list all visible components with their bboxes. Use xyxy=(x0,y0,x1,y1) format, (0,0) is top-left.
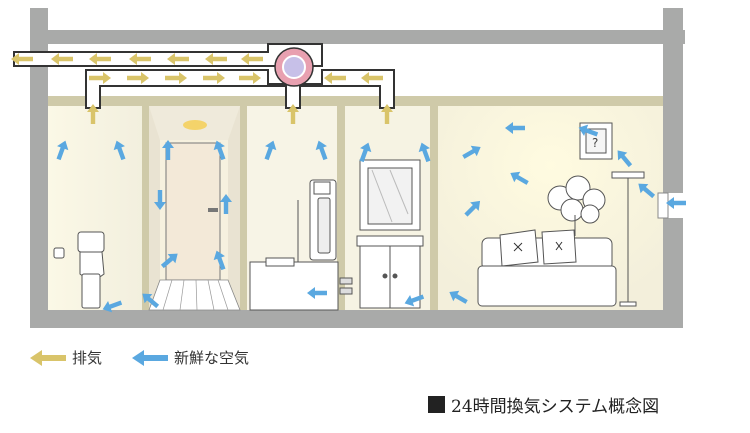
right-wall xyxy=(663,8,683,193)
legend-exhaust: 排気 xyxy=(30,347,102,368)
fresh-air-arrow xyxy=(462,145,481,159)
exhaust-arrow xyxy=(287,104,299,124)
floor-lamp-base xyxy=(619,301,637,307)
ventilation-diagram: ? xyxy=(11,8,686,328)
vanity xyxy=(339,159,424,309)
ceiling-beam xyxy=(48,96,663,106)
building-structure xyxy=(30,8,685,328)
toilet xyxy=(53,231,105,309)
legend-fresh-air: 新鮮な空気 xyxy=(132,347,249,368)
fresh-air-arrow xyxy=(578,124,599,137)
fresh-air-arrow xyxy=(510,171,529,185)
right-wall-lower xyxy=(663,218,683,328)
exhaust-arrow-icon xyxy=(30,349,66,366)
exhaust-arrow xyxy=(324,72,346,84)
fresh-air-arrow xyxy=(418,142,431,163)
sofa-seat xyxy=(477,265,617,307)
fresh-air-arrow xyxy=(264,140,277,161)
exhaust-arrow xyxy=(203,72,225,84)
fresh-air-arrow xyxy=(307,287,327,299)
fresh-air-arrow xyxy=(220,194,232,214)
exhaust-arrow xyxy=(241,53,263,65)
partition-3 xyxy=(337,103,345,310)
partition-1 xyxy=(142,103,149,310)
bathroom xyxy=(249,179,339,311)
fresh-air-arrow xyxy=(359,142,372,163)
picture-mark: ? xyxy=(592,136,598,150)
exhaust-arrow xyxy=(89,72,111,84)
fresh-air-arrow xyxy=(56,140,69,161)
fresh-air-arrow xyxy=(213,140,226,161)
left-wall xyxy=(30,8,48,328)
exhaust-arrow xyxy=(127,72,149,84)
fresh-air-arrow xyxy=(113,140,126,161)
exhaust-arrow xyxy=(129,53,151,65)
fresh-air-arrow-icon xyxy=(132,349,168,366)
exhaust-arrow xyxy=(11,53,33,65)
exhaust-arrow xyxy=(87,104,99,124)
fresh-air-arrow xyxy=(464,200,481,217)
partition-2 xyxy=(240,103,247,310)
fan-center xyxy=(282,55,306,79)
plant xyxy=(547,175,606,236)
exhaust-arrow xyxy=(239,72,261,84)
exhaust-arrow xyxy=(381,104,393,124)
door-handle xyxy=(208,208,218,212)
diagram-caption: 24時間換気システム概念図 xyxy=(428,392,659,417)
exhaust-arrow xyxy=(205,53,227,65)
floor-lamp-shade xyxy=(611,171,645,179)
top-ceiling-beam xyxy=(30,30,685,44)
fresh-air-arrow xyxy=(505,122,525,134)
exhaust-arrow xyxy=(167,53,189,65)
caption-square-icon xyxy=(428,396,445,413)
exhaust-arrow xyxy=(51,53,73,65)
fresh-air-arrow xyxy=(315,140,328,161)
fresh-air-arrow xyxy=(666,197,686,209)
fresh-air-arrow xyxy=(154,190,166,210)
fresh-air-arrow xyxy=(449,290,468,304)
exhaust-arrows xyxy=(11,53,393,124)
caption-text: 24時間換気システム概念図 xyxy=(451,397,660,417)
legend-fresh-air-label: 新鮮な空気 xyxy=(174,349,250,367)
hallway xyxy=(148,106,241,311)
fresh-air-arrow xyxy=(213,250,226,271)
fresh-air-arrow xyxy=(142,293,160,309)
fresh-air-arrow xyxy=(102,300,123,313)
exhaust-arrow xyxy=(89,53,111,65)
floor-slab xyxy=(30,310,683,328)
fresh-air-arrow xyxy=(160,253,178,269)
fresh-air-arrows xyxy=(56,122,686,313)
partition-4 xyxy=(430,103,438,310)
fresh-air-arrow xyxy=(638,183,656,199)
cushion-2 xyxy=(541,229,577,265)
living-room xyxy=(477,122,645,307)
legend-exhaust-label: 排気 xyxy=(72,349,103,367)
exhaust-arrow xyxy=(165,72,187,84)
fresh-air-arrow xyxy=(617,150,633,168)
wall-vent xyxy=(657,192,669,219)
fresh-air-arrow xyxy=(404,294,425,307)
fresh-air-arrow xyxy=(162,140,174,160)
ceiling-light xyxy=(183,120,207,130)
exhaust-arrow xyxy=(361,72,383,84)
